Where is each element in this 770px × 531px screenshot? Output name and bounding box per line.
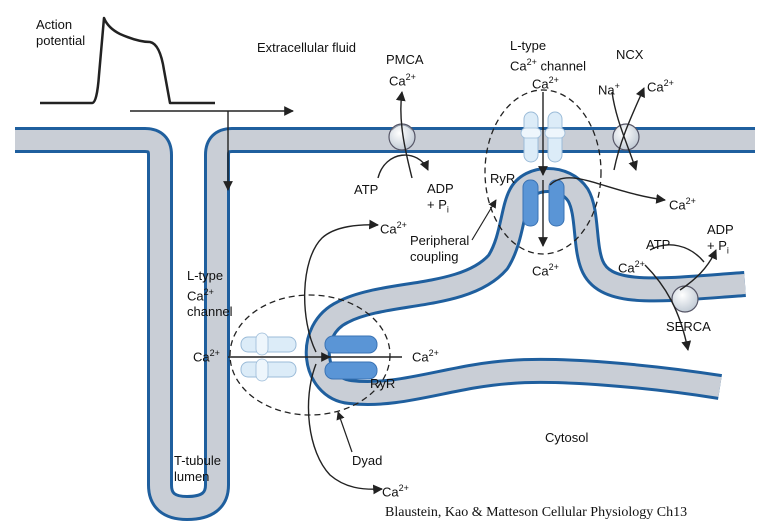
ca-text: Ca bbox=[510, 58, 527, 74]
action-potential-line2: potential bbox=[36, 33, 86, 48]
dyad-out-ca-label: Ca2+ bbox=[412, 345, 439, 365]
ca-text: Ca bbox=[647, 79, 664, 95]
t-tubule-lumen-label: T-tubule lumen bbox=[174, 453, 221, 485]
charge-text: 2+ bbox=[203, 287, 214, 297]
cytosol-label: Cytosol bbox=[545, 430, 589, 445]
charge-text: 2+ bbox=[396, 220, 407, 230]
action-potential-label: Action potential bbox=[36, 17, 85, 49]
adp-text: ADP bbox=[427, 181, 454, 196]
charge-text: 2+ bbox=[398, 483, 409, 493]
peripheral-coupling-pointer bbox=[471, 199, 497, 241]
serca-adp-arrow bbox=[679, 249, 717, 291]
dyad-ryr-label: RyR bbox=[370, 376, 396, 391]
t-tubule-text: T-tubule bbox=[174, 453, 221, 468]
dyad-down-ca-label: Ca2+ bbox=[382, 480, 409, 500]
pmca-atp-arrow bbox=[377, 154, 429, 179]
dyad-ryr bbox=[324, 335, 378, 380]
peripheral-l-type-channel bbox=[520, 111, 566, 163]
dyad-l-type-label: L-type Ca2+ channel bbox=[187, 268, 233, 320]
channel-text: channel bbox=[540, 58, 587, 74]
pi-text: + P bbox=[427, 197, 447, 212]
na-text: Na bbox=[598, 82, 615, 98]
ncx-label: NCX bbox=[616, 47, 644, 62]
serca-ca-label: Ca2+ bbox=[618, 256, 645, 276]
dyad-ca-release-up-arrow bbox=[304, 219, 379, 353]
charge-text: 2+ bbox=[548, 262, 559, 272]
dyad-entry-ca-label: Ca2+ bbox=[193, 345, 220, 365]
pmca-ca-efflux-arrow bbox=[395, 91, 413, 179]
channel-text: channel bbox=[187, 304, 233, 320]
peripheral-coupling-label: Peripheral coupling bbox=[410, 233, 469, 265]
ncx-na-label: Na+ bbox=[598, 78, 620, 98]
peripheral-ryr bbox=[522, 179, 565, 227]
ca-text: Ca bbox=[412, 349, 429, 365]
charge-text: 2+ bbox=[548, 75, 559, 85]
pmca-pump bbox=[388, 123, 416, 151]
peripheral-coupling-ellipse bbox=[484, 89, 602, 255]
ca-text: Ca bbox=[382, 484, 399, 500]
charge-text: 2+ bbox=[209, 348, 220, 358]
adp-text: ADP bbox=[707, 222, 734, 237]
ca-text: Ca bbox=[380, 221, 397, 237]
pi-text: + P bbox=[707, 238, 727, 253]
ncx-ca-label: Ca2+ bbox=[647, 75, 674, 95]
action-potential-trace bbox=[40, 16, 215, 105]
charge-text: + bbox=[614, 81, 620, 91]
lumen-text: lumen bbox=[174, 469, 210, 484]
charge-text: 2+ bbox=[428, 348, 439, 358]
dyad-up-ca-label: Ca2+ bbox=[380, 217, 407, 237]
action-potential-line1: Action bbox=[36, 17, 73, 32]
pmca-label: PMCA bbox=[386, 52, 424, 67]
serca-label: SERCA bbox=[666, 319, 711, 334]
peripheral-sr-ca-release-arrow bbox=[549, 177, 666, 204]
ca-text: Ca bbox=[669, 197, 686, 213]
pi-subscript: i bbox=[726, 245, 729, 256]
dyad-pointer bbox=[336, 411, 353, 453]
charge-text: 2+ bbox=[526, 57, 537, 67]
charge-text: 2+ bbox=[663, 78, 674, 88]
dyad-region-ellipse bbox=[229, 294, 391, 416]
peripheral-text: Peripheral bbox=[410, 233, 470, 248]
dyad-l-type-channel bbox=[240, 332, 297, 382]
ca-text: Ca bbox=[389, 73, 406, 89]
coupling-text: coupling bbox=[410, 249, 459, 264]
peripheral-release-ca-label: Ca2+ bbox=[669, 193, 696, 213]
ncx-na-influx-arrow bbox=[611, 91, 638, 171]
pi-subscript: i bbox=[446, 204, 449, 215]
serca-adp-label: ADP + Pi bbox=[707, 222, 734, 259]
sarcolemma-membrane bbox=[15, 127, 755, 521]
dyad-ca-release-down-arrow bbox=[307, 363, 383, 495]
ca-text: Ca bbox=[187, 288, 204, 304]
l-type-text: L-type bbox=[510, 38, 547, 53]
serca-atp-label: ATP bbox=[646, 237, 671, 252]
pmca-atp-label: ATP bbox=[354, 182, 379, 197]
serca-pump bbox=[671, 285, 699, 313]
ncx-exchanger bbox=[612, 123, 640, 151]
figure-caption: Blaustein, Kao & Matteson Cellular Physi… bbox=[385, 505, 688, 520]
l-type-text: L-type bbox=[187, 268, 224, 283]
sr-lumen-ca-label: Ca2+ bbox=[532, 259, 559, 279]
sarcoplasmic-reticulum-membrane bbox=[304, 167, 746, 406]
pmca-ca-label: Ca2+ bbox=[389, 69, 416, 89]
serca-atp-arrow bbox=[649, 244, 705, 263]
ca-text: Ca bbox=[532, 76, 549, 92]
ncx-ca-efflux-arrow bbox=[613, 87, 645, 171]
pmca-adp-label: ADP + Pi bbox=[427, 181, 454, 218]
serca-ca-uptake-arrow bbox=[644, 264, 692, 351]
peripheral-ryr-label: RyR bbox=[490, 171, 516, 186]
ca-text: Ca bbox=[532, 263, 549, 279]
peripheral-ca-label: Ca2+ bbox=[532, 72, 559, 92]
dyad-label: Dyad bbox=[352, 453, 383, 468]
charge-text: 2+ bbox=[685, 196, 696, 206]
extracellular-fluid-label: Extracellular fluid bbox=[257, 40, 356, 55]
ca-text: Ca bbox=[618, 260, 635, 276]
charge-text: 2+ bbox=[634, 259, 645, 269]
peripheral-l-type-label: L-type Ca2+ channel bbox=[510, 38, 586, 74]
ca-text: Ca bbox=[193, 349, 210, 365]
charge-text: 2+ bbox=[405, 72, 416, 82]
